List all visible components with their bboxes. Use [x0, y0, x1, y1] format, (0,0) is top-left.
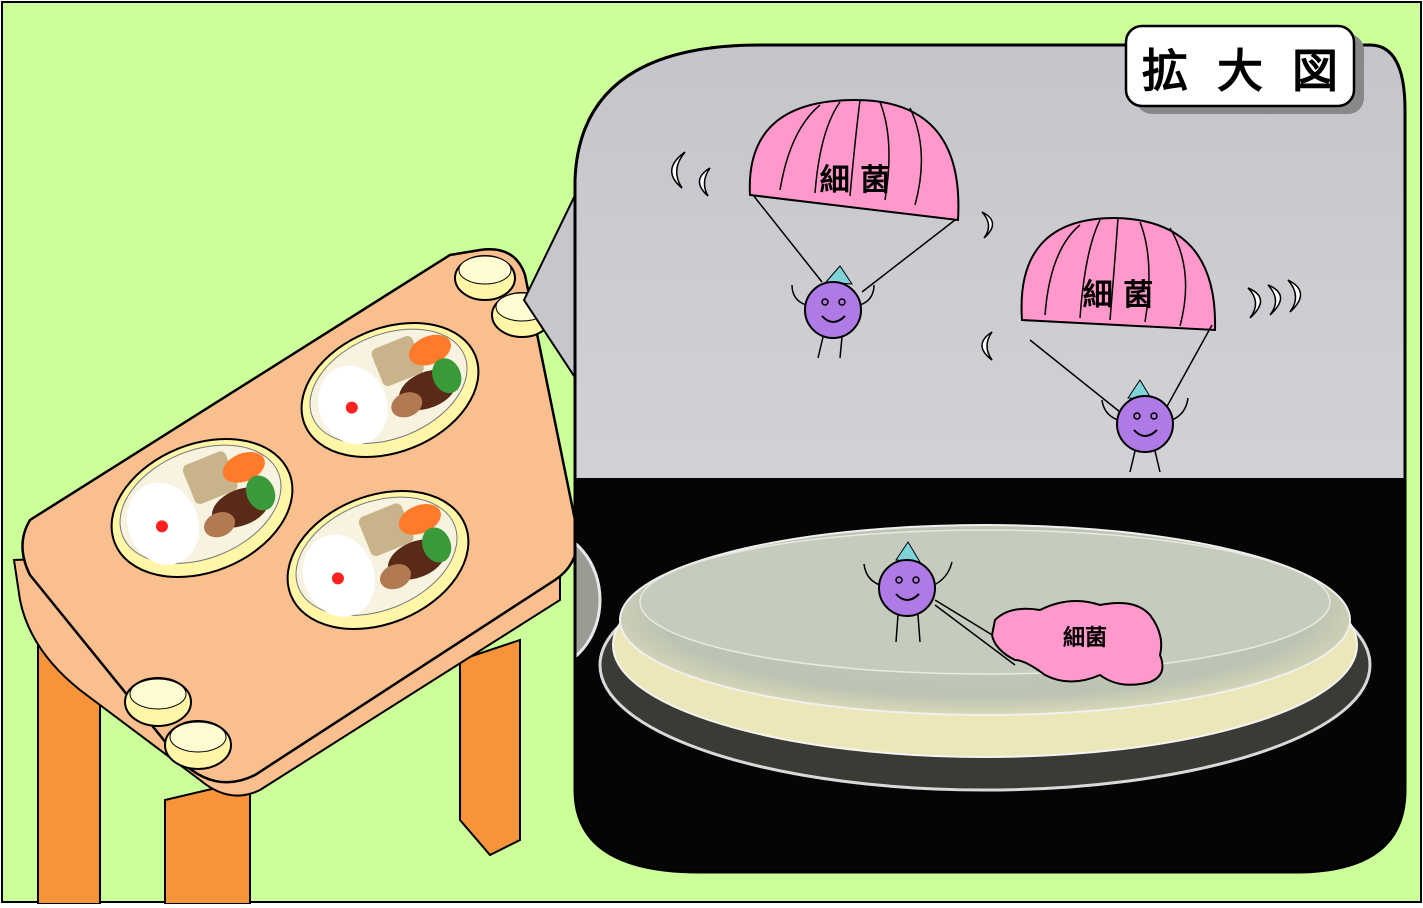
table-leg-front — [165, 780, 250, 904]
parachute-label: 細 菌 — [1083, 278, 1153, 313]
bacterium-body — [805, 282, 861, 338]
bacterium-body — [879, 560, 935, 616]
bacterium-body — [1117, 396, 1173, 452]
rice-bowl — [455, 256, 515, 300]
rice-bowl — [125, 678, 191, 726]
table-leg-back-right — [460, 640, 520, 855]
title-box: 拡 大 図 — [1126, 26, 1364, 114]
title-char-3: 図 — [1292, 44, 1338, 98]
parachute-label: 細 菌 — [820, 163, 890, 198]
rice-bowl — [165, 721, 231, 769]
title-char-1: 拡 — [1142, 44, 1188, 98]
title-char-2: 大 — [1217, 44, 1263, 98]
landed-label: 細菌 — [1063, 625, 1107, 651]
petri-dish — [600, 525, 1370, 790]
